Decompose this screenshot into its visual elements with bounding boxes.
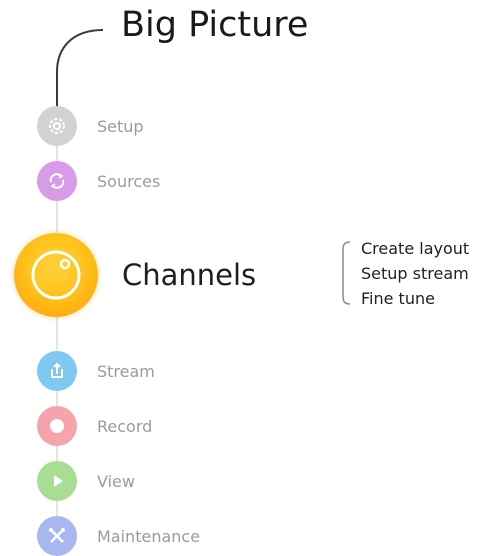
nav-label-sources: Sources	[97, 171, 161, 191]
spine-line	[56, 200, 58, 234]
nav-label-view: View	[97, 471, 135, 491]
nav-item-view[interactable]: View	[37, 461, 135, 501]
nav-label-stream: Stream	[97, 361, 155, 381]
submenu-bracket	[342, 241, 351, 305]
nav-item-sources[interactable]: Sources	[37, 161, 160, 201]
submenu-fine-tune[interactable]: Fine tune	[361, 289, 435, 308]
nav-item-setup[interactable]: Setup	[37, 106, 144, 146]
channels-icon	[14, 233, 98, 317]
nav-label-record: Record	[97, 416, 153, 436]
page-title: Big Picture	[121, 5, 309, 45]
spine-line	[56, 500, 58, 516]
submenu-setup-stream[interactable]: Setup stream	[361, 264, 469, 283]
nav-item-channels[interactable]: Channels	[14, 233, 256, 317]
nav-item-stream[interactable]: Stream	[37, 351, 155, 391]
nav-item-maintenance[interactable]: Maintenance	[37, 516, 200, 556]
tools-icon	[37, 516, 77, 556]
submenu-create-layout[interactable]: Create layout	[361, 239, 470, 258]
spine-line	[56, 445, 58, 461]
gear-icon	[37, 106, 77, 146]
spine-line	[56, 145, 58, 161]
upload-icon	[37, 351, 77, 391]
spine-line	[56, 390, 58, 406]
nav-label-channels: Channels	[122, 258, 257, 292]
play-icon	[37, 461, 77, 501]
nav-item-record[interactable]: Record	[37, 406, 152, 446]
spine-line	[56, 316, 58, 350]
nav-label-setup: Setup	[97, 116, 144, 136]
channels-submenu: Create layout Setup stream Fine tune	[361, 236, 469, 311]
record-icon	[37, 406, 77, 446]
sync-icon	[37, 161, 77, 201]
nav-label-maintenance: Maintenance	[97, 526, 201, 546]
